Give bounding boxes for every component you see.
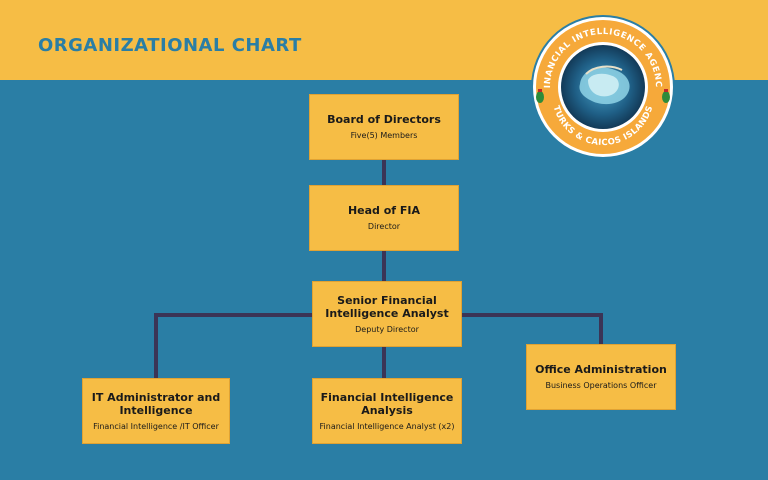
right-cactus-icon <box>662 89 670 103</box>
node-financial-intelligence-analysis: Financial Intelligence Analysis Financia… <box>312 378 462 444</box>
node-subtitle: Financial Intelligence Analyst (x2) <box>319 421 455 431</box>
node-subtitle: Five(5) Members <box>350 131 418 140</box>
node-title: IT Administrator and Intelligence <box>91 390 221 417</box>
node-senior-analyst: Senior Financial Intelligence Analyst De… <box>312 281 462 347</box>
node-it-administrator: IT Administrator and Intelligence Financ… <box>82 378 230 444</box>
connector-senior-office <box>460 313 603 346</box>
node-head-of-fia: Head of FIA Director <box>309 185 459 251</box>
node-title: Financial Intelligence Analysis <box>320 390 454 417</box>
node-title: Senior Financial Intelligence Analyst <box>325 293 449 320</box>
node-office-administration: Office Administration Business Operation… <box>526 344 676 410</box>
node-subtitle: Deputy Director <box>355 324 419 334</box>
node-title: Head of FIA <box>347 204 421 217</box>
page-title: ORGANIZATIONAL CHART <box>38 35 302 56</box>
node-subtitle: Financial Intelligence /IT Officer <box>93 421 219 431</box>
node-board-of-directors: Board of Directors Five(5) Members <box>309 94 459 160</box>
connector-senior-it <box>154 313 314 380</box>
node-subtitle: Director <box>367 222 401 231</box>
node-subtitle: Business Operations Officer <box>545 381 657 390</box>
node-title: Office Administration <box>535 363 667 376</box>
fia-seal-logo: FINANCIAL INTELLIGENCE AGENCY TURKS & CA… <box>530 14 675 159</box>
node-title: Board of Directors <box>327 113 441 126</box>
left-cactus-icon <box>536 89 544 103</box>
